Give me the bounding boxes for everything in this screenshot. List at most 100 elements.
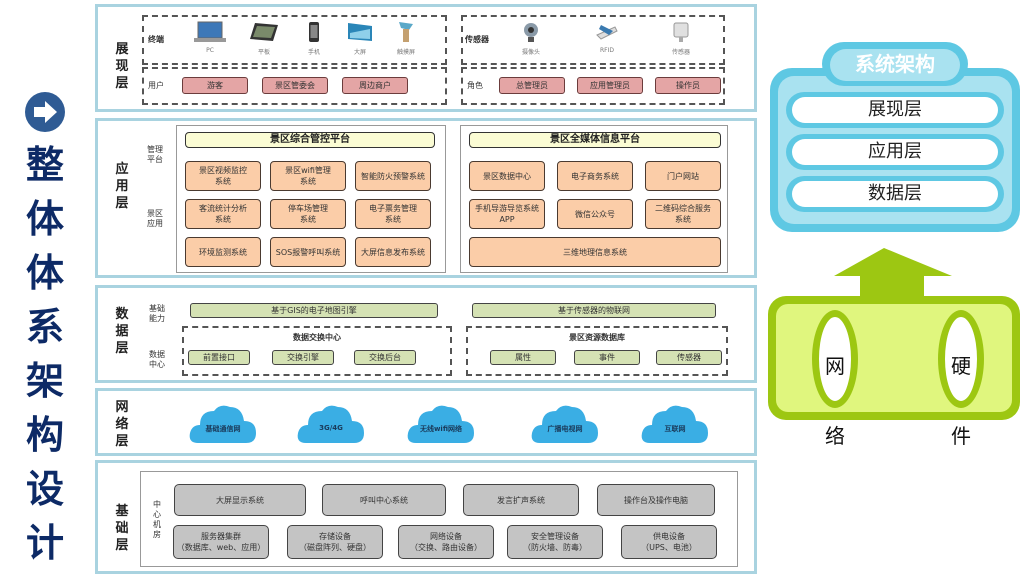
app-item[interactable]: 电子票务管理系统 xyxy=(355,199,431,229)
resource-db-group: 景区资源数据库 属性 事件 传感器 xyxy=(466,326,728,376)
app-item[interactable]: 大屏信息发布系统 xyxy=(355,237,431,267)
exchange-item[interactable]: 前置接口 xyxy=(188,350,250,365)
arrow-right-circle-icon xyxy=(25,92,65,132)
mgmt-platform-label: 管理平台 xyxy=(147,145,163,164)
exchange-center-title: 数据交换中心 xyxy=(293,333,341,342)
resource-db-title: 景区资源数据库 xyxy=(569,333,625,342)
terminal-group: 终端 PC 平板 手机 大屏 触摸屏 xyxy=(142,15,447,65)
app-item[interactable]: SOS报警呼叫系统 xyxy=(270,237,346,267)
exchange-item[interactable]: 交换后台 xyxy=(354,350,416,365)
sensor-group: 传感器 摄像头 RFID 传感器 xyxy=(461,15,725,65)
app-item[interactable]: 门户网站 xyxy=(645,161,721,191)
db-item[interactable]: 属性 xyxy=(490,350,556,365)
title-char: 体 xyxy=(25,197,64,241)
exchange-center-group: 数据交换中心 前置接口 交换引擎 交换后台 xyxy=(182,326,452,376)
gis-map-engine[interactable]: 基于GIS的电子地图引擎 xyxy=(190,303,438,318)
summary-layer-presentation[interactable]: 展现层 xyxy=(786,92,1004,128)
title-char: 架 xyxy=(25,359,64,403)
application-layer: 应用层 管理平台 景区应用 景区综合管控平台 景区视频监控系统 景区wifi管理… xyxy=(95,118,757,278)
laptop-icon xyxy=(188,20,232,44)
base-item[interactable]: 大屏显示系统 xyxy=(174,484,306,516)
app-item[interactable]: 微信公众号 xyxy=(557,199,633,229)
terminal-label: 终端 xyxy=(148,35,164,44)
title-char: 整 xyxy=(25,143,64,187)
base-item[interactable]: 存储设备（磁盘阵列、硬盘） xyxy=(287,525,383,559)
base-item[interactable]: 服务器集群（数据库、web、应用） xyxy=(173,525,269,559)
cloud-network[interactable]: 基础通信网 xyxy=(188,401,258,445)
data-center-label: 数据中心 xyxy=(149,350,165,369)
big-screen-icon xyxy=(338,20,382,44)
app-item[interactable]: 停车场管理系统 xyxy=(270,199,346,229)
user-label: 用户 xyxy=(148,81,164,90)
cloud-icon xyxy=(531,405,598,443)
exchange-item[interactable]: 交换引擎 xyxy=(272,350,334,365)
device-big-screen: 大屏 xyxy=(338,20,382,56)
user-tourist[interactable]: 游客 xyxy=(182,77,248,94)
title-char: 构 xyxy=(25,413,64,457)
device-pc: PC xyxy=(188,20,232,54)
db-item[interactable]: 事件 xyxy=(574,350,640,365)
device-tablet: 平板 xyxy=(242,20,286,56)
cloud-icon xyxy=(407,405,474,443)
center-room-box: 中心机房 大屏显示系统 呼叫中心系统 发言扩声系统 操作台及操作电脑 服务器集群… xyxy=(140,471,738,567)
summary-layer-data[interactable]: 数据层 xyxy=(786,176,1004,212)
app-item[interactable]: 客流统计分析系统 xyxy=(185,199,261,229)
cloud-network[interactable]: 无线wifi网络 xyxy=(406,401,476,445)
camera-icon xyxy=(509,20,553,44)
app-item[interactable]: 景区视频监控系统 xyxy=(185,161,261,191)
app-item[interactable]: 二维码综合服务系统 xyxy=(645,199,721,229)
role-operator[interactable]: 操作员 xyxy=(655,77,721,94)
kiosk-icon xyxy=(384,20,428,44)
layer-label: 数据层 xyxy=(115,307,129,356)
base-item[interactable]: 安全管理设备（防火墙、防毒） xyxy=(507,525,603,559)
device-camera: 摄像头 xyxy=(509,20,553,56)
center-room-label: 中心机房 xyxy=(153,500,161,539)
layer-label: 展现层 xyxy=(115,42,129,91)
base-item[interactable]: 供电设备（UPS、电池） xyxy=(621,525,717,559)
title-char: 系 xyxy=(25,305,64,349)
network-oval: 网络 xyxy=(812,310,858,448)
left-platform-box: 景区综合管控平台 景区视频监控系统 景区wifi管理系统 智能防火预警系统 客流… xyxy=(176,125,446,273)
title-char: 体 xyxy=(25,251,64,295)
app-item[interactable]: 环境监测系统 xyxy=(185,237,261,267)
sensor-iot[interactable]: 基于传感器的物联网 xyxy=(472,303,716,318)
device-sensor: 传感器 xyxy=(659,20,703,56)
user-management-committee[interactable]: 景区管委会 xyxy=(262,77,328,94)
app-item[interactable]: 景区wifi管理系统 xyxy=(270,161,346,191)
scenic-app-label: 景区应用 xyxy=(147,209,163,228)
rfid-icon xyxy=(585,20,629,44)
presentation-layer: 展现层 终端 PC 平板 手机 大屏 触摸屏 传感器 摄像头 xyxy=(95,4,757,112)
title-char: 计 xyxy=(25,521,64,565)
hardware-oval: 硬件 xyxy=(938,310,984,448)
network-layer: 网络层 基础通信网 3G/4G 无线wifi网络 广播电视网 互联网 xyxy=(95,388,757,456)
sensor-icon xyxy=(659,20,703,44)
app-item-3d-gis[interactable]: 三维地理信息系统 xyxy=(469,237,721,267)
data-layer: 数据层 基础能力 数据中心 基于GIS的电子地图引擎 基于传感器的物联网 数据交… xyxy=(95,285,757,383)
app-item[interactable]: 智能防火预警系统 xyxy=(355,161,431,191)
cloud-network[interactable]: 广播电视网 xyxy=(530,401,600,445)
cloud-network[interactable]: 互联网 xyxy=(640,401,710,445)
role-app-admin[interactable]: 应用管理员 xyxy=(577,77,643,94)
base-item[interactable]: 发言扩声系统 xyxy=(463,484,579,516)
db-item[interactable]: 传感器 xyxy=(656,350,722,365)
user-nearby-merchants[interactable]: 周边商户 xyxy=(342,77,408,94)
base-item[interactable]: 呼叫中心系统 xyxy=(322,484,446,516)
device-phone: 手机 xyxy=(292,20,336,56)
summary-layer-application[interactable]: 应用层 xyxy=(786,134,1004,170)
role-group: 角色 总管理员 应用管理员 操作员 xyxy=(461,67,725,105)
device-kiosk: 触摸屏 xyxy=(384,20,428,56)
base-item[interactable]: 操作台及操作电脑 xyxy=(597,484,715,516)
cloud-network[interactable]: 3G/4G xyxy=(296,401,366,445)
scenic-integrated-control-platform[interactable]: 景区综合管控平台 xyxy=(185,132,435,148)
scenic-all-media-platform[interactable]: 景区全媒体信息平台 xyxy=(469,132,721,148)
app-item[interactable]: 景区数据中心 xyxy=(469,161,545,191)
role-super-admin[interactable]: 总管理员 xyxy=(499,77,565,94)
cloud-icon xyxy=(189,405,256,443)
up-arrow-icon xyxy=(834,248,952,300)
app-item[interactable]: 电子商务系统 xyxy=(557,161,633,191)
base-item[interactable]: 网络设备（交换、路由设备） xyxy=(398,525,494,559)
cloud-icon xyxy=(297,405,364,443)
device-rfid: RFID xyxy=(585,20,629,54)
